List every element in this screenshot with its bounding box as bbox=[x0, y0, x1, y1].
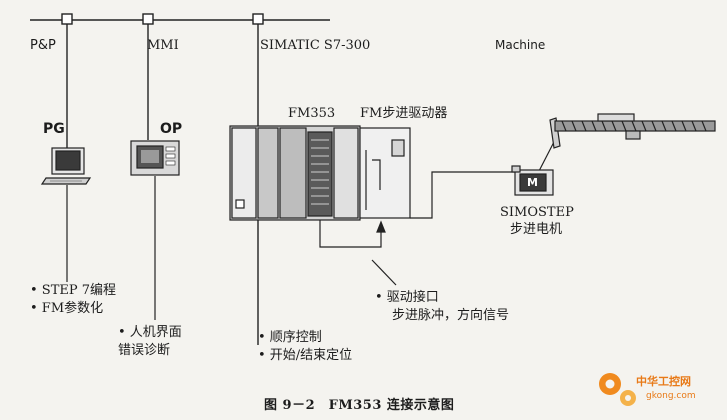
drive-note-2: 步进脉冲，方向信号 bbox=[392, 308, 510, 323]
s7-note-2: • 开始/结束定位 bbox=[258, 348, 353, 363]
figure-caption: 图 9－2 FM353 连接示意图 bbox=[264, 398, 455, 413]
motor-badge: M bbox=[527, 176, 538, 189]
pg-label: PG bbox=[43, 121, 65, 137]
fm353-connector-pins bbox=[311, 139, 329, 205]
simostep-label: SIMOSTEP bbox=[500, 205, 574, 220]
s7-note-1: • 顺序控制 bbox=[258, 330, 322, 345]
pp-label: P&P bbox=[30, 38, 56, 53]
op-note-2: 错误诊断 bbox=[118, 343, 171, 358]
machine-leadscrew-icon bbox=[549, 113, 716, 149]
pg-note-1: • STEP 7编程 bbox=[30, 283, 117, 298]
drive-note-1: • 驱动接口 bbox=[375, 290, 439, 305]
op-note-1: • 人机界面 bbox=[118, 325, 182, 340]
stepper-motor-icon bbox=[511, 165, 554, 196]
s7-label: SIMATIC S7-300 bbox=[260, 38, 371, 53]
fm353-label: FM353 bbox=[288, 106, 336, 121]
stepper-driver-label: FM步进驱动器 bbox=[360, 106, 448, 121]
watermark-name: 中华工控网 bbox=[636, 375, 691, 388]
op-label: OP bbox=[160, 121, 183, 137]
bus-node-markers bbox=[61, 13, 264, 25]
mmi-label: MMI bbox=[147, 38, 179, 53]
simostep-sub-label: 步进电机 bbox=[510, 222, 563, 237]
op-panel-icon bbox=[130, 140, 180, 176]
pg-note-2: • FM参数化 bbox=[30, 301, 104, 316]
stepper-drive-unit bbox=[359, 127, 411, 219]
machine-label: Machine bbox=[495, 38, 546, 52]
wiring bbox=[319, 137, 557, 286]
watermark-gear-icon bbox=[599, 373, 636, 406]
watermark-url: gkong.com bbox=[646, 391, 696, 401]
pg-laptop-icon bbox=[40, 147, 92, 185]
plc-rack bbox=[229, 125, 361, 221]
